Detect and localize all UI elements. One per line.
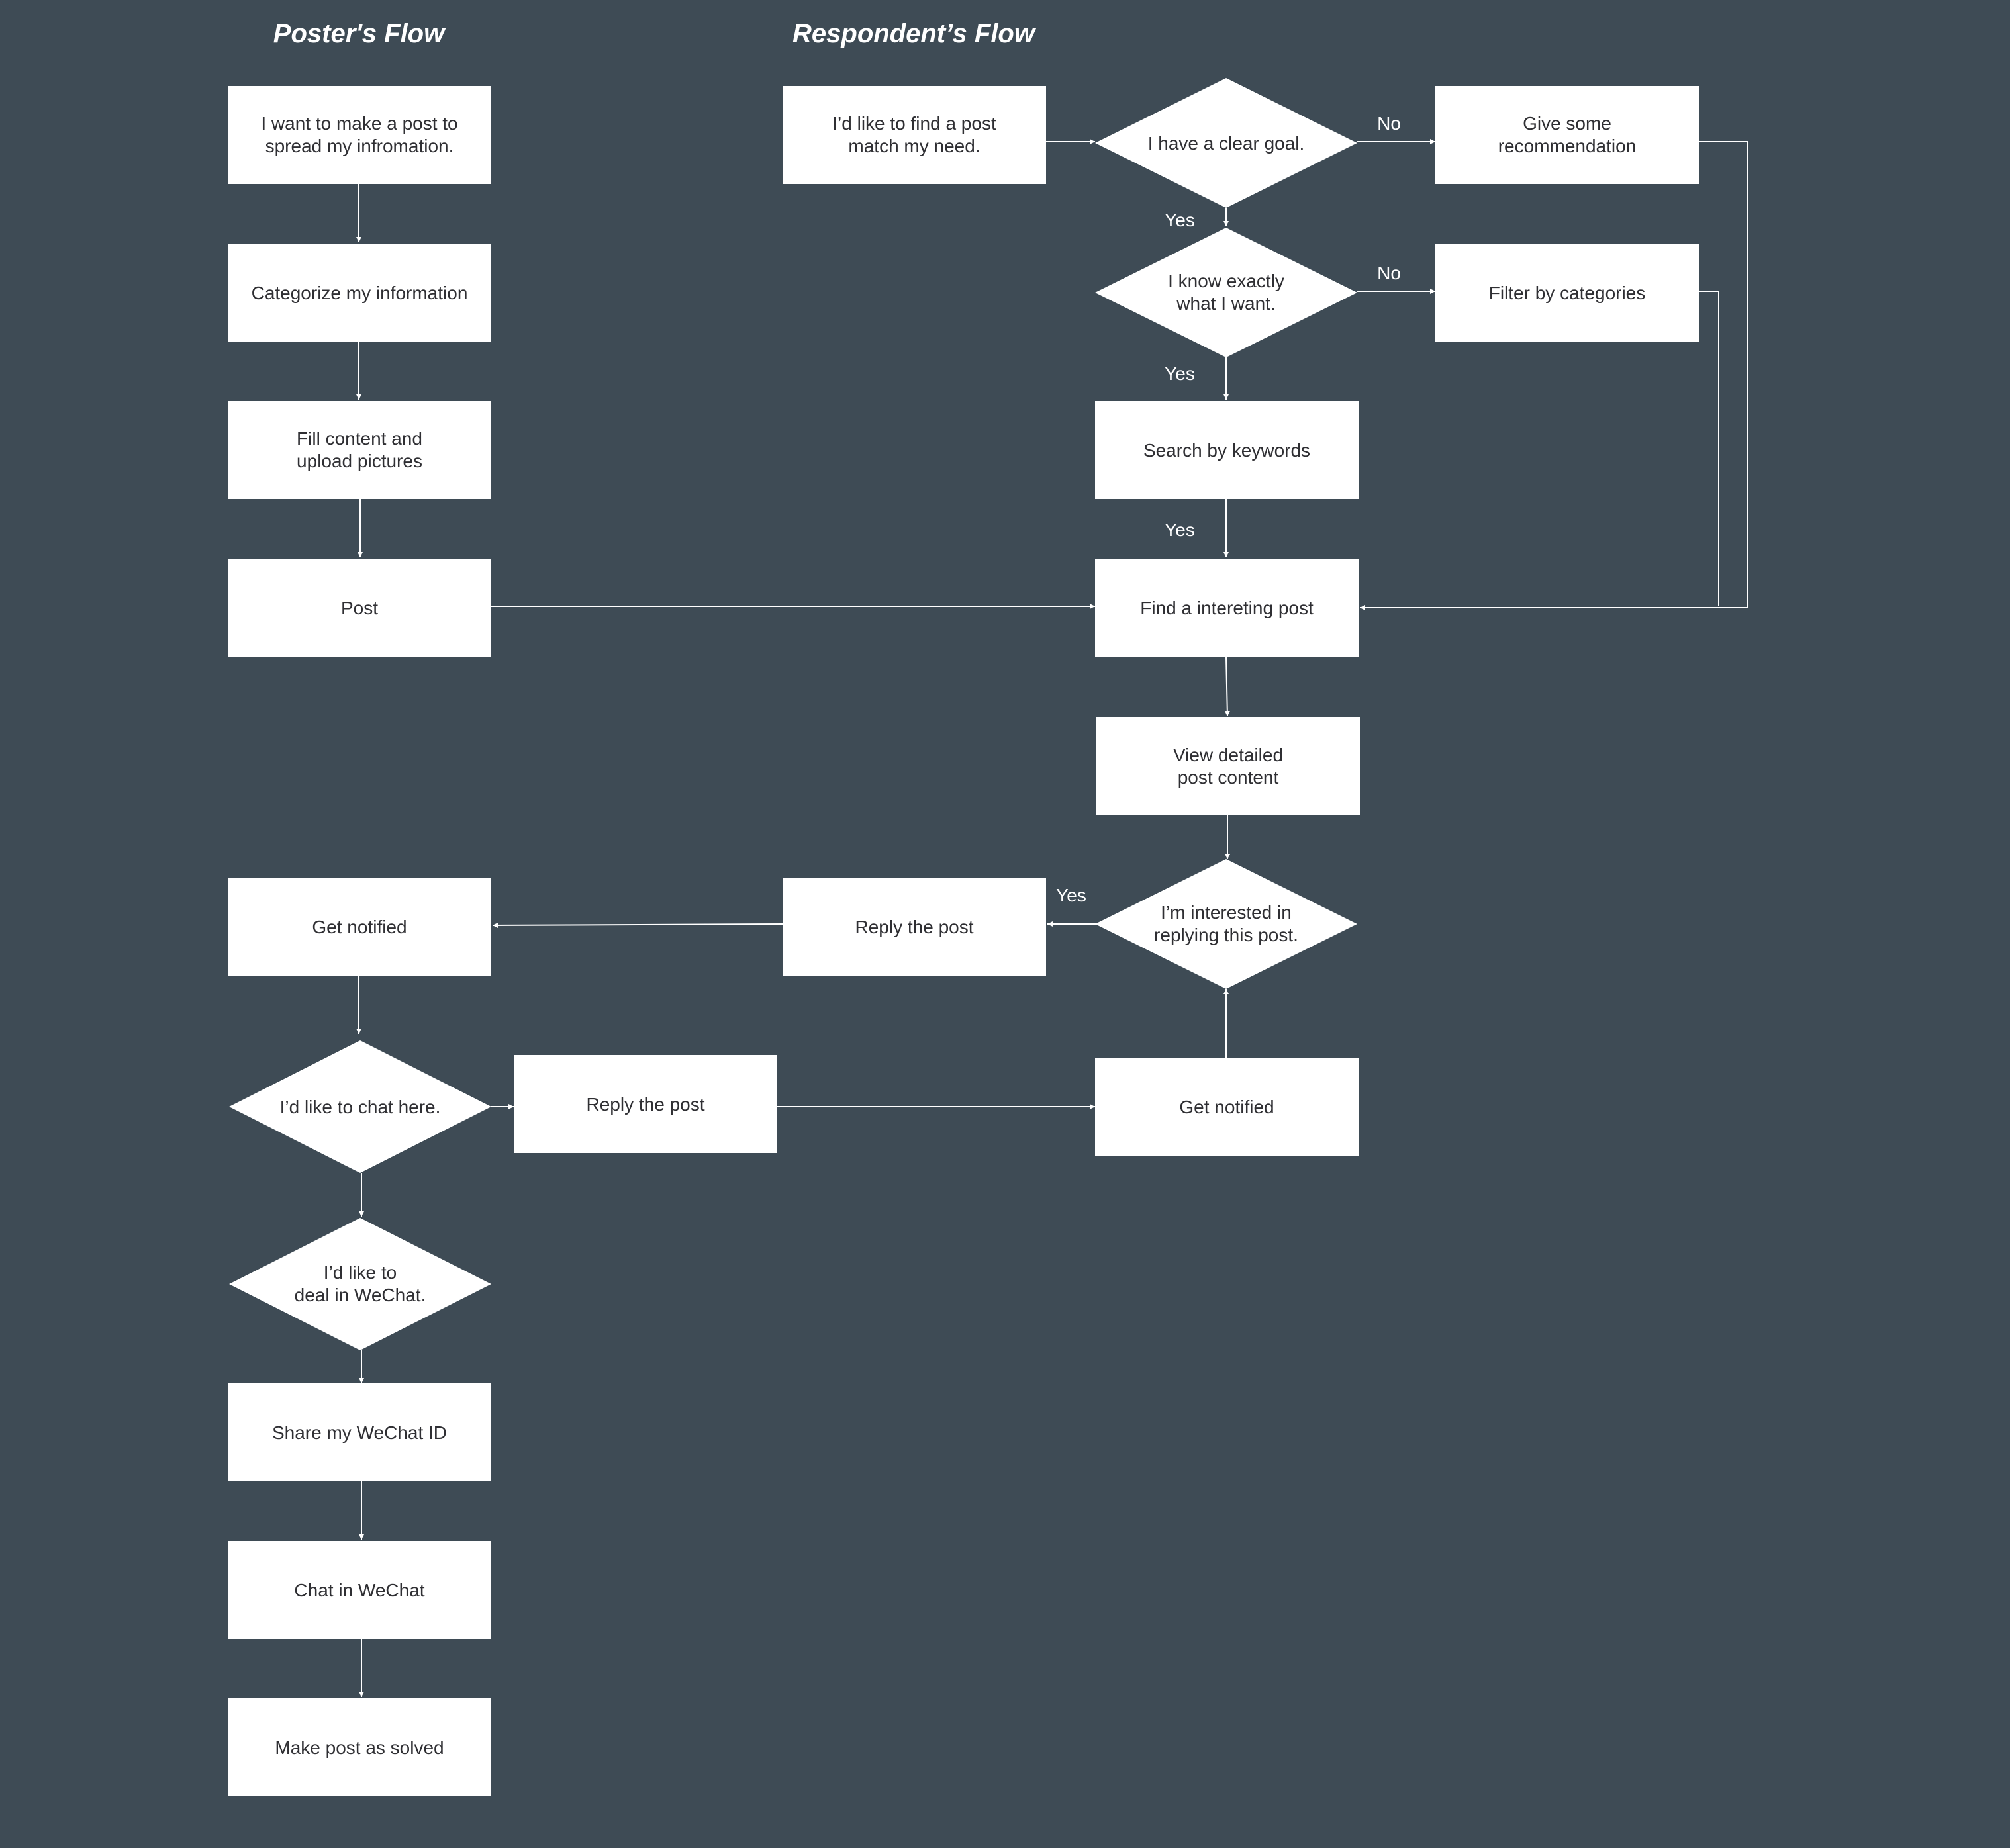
node-label-line: View detailed [1173, 745, 1283, 765]
node-label-line: I’d like to [324, 1262, 397, 1283]
node-label-line: upload pictures [297, 451, 422, 471]
node-want-to-make-post: I want to make a post to spread my infro… [228, 86, 491, 184]
node-label-line: I know exactly [1168, 271, 1284, 291]
node-poster-get-notified: Get notified [228, 878, 491, 976]
edge-r10-p5 [492, 922, 783, 928]
edge-label-r4-yes: Yes [1165, 363, 1195, 384]
node-label-line: I’m interested in [1161, 902, 1292, 923]
node-find-interesting-post: Find a intereting post [1095, 559, 1359, 657]
node-respondent-reply-post: Reply the post [783, 878, 1046, 976]
decision-deal-in-wechat: I’d like to deal in WeChat. [229, 1218, 491, 1350]
decision-interested-replying: I’m interested in replying this post. [1095, 859, 1357, 989]
node-post: Post [228, 559, 491, 657]
node-label-line: Filter by categories [1489, 283, 1646, 303]
node-label-line: what I want. [1176, 293, 1275, 314]
node-label-line: Post [341, 598, 378, 618]
node-label-line: I’d like to find a post [832, 113, 996, 134]
node-fill-content: Fill content and upload pictures [228, 401, 491, 499]
node-respondent-get-notified: Get notified [1095, 1058, 1359, 1156]
edge-r7-r8 [1224, 656, 1230, 717]
decision-clear-goal: I have a clear goal. [1095, 78, 1357, 208]
node-categorize-information: Categorize my information [228, 244, 491, 342]
edges-layer [356, 139, 1748, 1697]
edge-label-r2-yes: Yes [1165, 210, 1195, 230]
node-label-line: Chat in WeChat [294, 1580, 424, 1600]
decision-know-exactly: I know exactly what I want. [1095, 228, 1357, 357]
node-label-line: Give some [1523, 113, 1611, 134]
node-label-line: Search by keywords [1143, 440, 1310, 461]
node-label-line: Reply the post [855, 917, 974, 937]
respondents-flow-heading: Respondent’s Flow [792, 19, 1037, 48]
node-label-line: Share my WeChat ID [272, 1422, 447, 1443]
node-label-line: Get notified [1179, 1097, 1274, 1117]
node-label-line: recommendation [1498, 136, 1637, 156]
posters-flow-heading: Poster's Flow [273, 19, 446, 48]
edge-label-r9-yes: Yes [1056, 885, 1086, 905]
node-label-line: post content [1178, 767, 1279, 788]
node-search-keywords: Search by keywords [1095, 401, 1359, 499]
node-label-line: deal in WeChat. [295, 1285, 426, 1305]
node-give-recommendation: Give some recommendation [1435, 86, 1699, 184]
node-label-line: Reply the post [587, 1094, 705, 1115]
node-label-line: Fill content and [297, 428, 422, 449]
node-label-line: Find a intereting post [1140, 598, 1314, 618]
edge-r5-r7 [1699, 291, 1719, 606]
node-make-post-solved: Make post as solved [228, 1698, 491, 1796]
node-share-wechat-id: Share my WeChat ID [228, 1383, 491, 1481]
node-label-line: I have a clear goal. [1148, 133, 1305, 154]
node-chat-in-wechat: Chat in WeChat [228, 1541, 491, 1639]
node-label-line: replying this post. [1154, 925, 1298, 945]
node-label-line: match my need. [848, 136, 980, 156]
node-label-line: I want to make a post to [261, 113, 457, 134]
node-label-line: spread my infromation. [265, 136, 454, 156]
node-filter-categories: Filter by categories [1435, 244, 1699, 342]
edge-label-r2-no: No [1377, 113, 1401, 134]
node-view-detailed-post: View detailed post content [1096, 717, 1360, 815]
decision-chat-here: I’d like to chat here. [229, 1040, 491, 1173]
node-label-line: I’d like to chat here. [280, 1097, 441, 1117]
node-poster-reply-post: Reply the post [514, 1055, 777, 1153]
node-find-post-need: I’d like to find a post match my need. [783, 86, 1046, 184]
node-label-line: Categorize my information [252, 283, 468, 303]
node-label-line: Get notified [312, 917, 407, 937]
edge-r3-r7 [1360, 141, 1748, 610]
edge-label-r6-yes: Yes [1165, 520, 1195, 540]
edge-label-r4-no: No [1377, 263, 1401, 283]
node-label-line: Make post as solved [275, 1737, 444, 1758]
